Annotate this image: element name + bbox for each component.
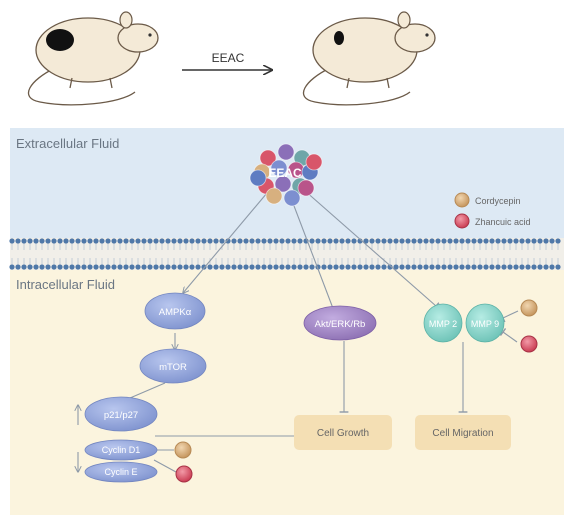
outcome-cell-growth: Cell Growth [294,415,392,450]
node-cyclin-e: Cyclin E [84,461,158,483]
eeac-inhibits-akt [290,197,339,314]
zhancuic-inhibits-mmp9 [499,328,518,343]
extracellular-label: Extracellular Fluid [16,136,119,151]
eeac-inhibits-mmp [303,189,440,310]
zhancuic-to-cyclin [153,459,177,473]
svg-text:Cyclin E: Cyclin E [104,467,137,477]
legend: Cordycepin Zhancuic acid [454,192,531,229]
outcome-cell-migration: Cell Migration [415,415,511,450]
svg-text:MMP 9: MMP 9 [471,319,499,329]
node-p21-p27: p21/p27 [84,396,158,432]
node-mmp2: MMP 2 [423,303,463,343]
mouse-before [27,11,159,106]
zhancuic-molecule-mmp9 [520,335,538,353]
cell-membrane [9,238,564,270]
legend-cordycepin-label: Cordycepin [475,196,521,206]
svg-text:Cell Migration: Cell Migration [432,428,493,439]
svg-text:Cell Growth: Cell Growth [317,428,369,439]
cordycepin-inhibits-mmp9 [500,310,519,323]
node-ampk: AMPKα [144,292,206,330]
node-mmp9: MMP 9 [465,303,505,343]
eeac-complex: EEAC [249,143,323,207]
svg-text:p21/p27: p21/p27 [104,410,138,421]
svg-text:Cyclin D1: Cyclin D1 [102,445,141,455]
treatment-arrow: EEAC [182,51,272,70]
legend-zhancuic-label: Zhancuic acid [475,217,531,227]
cordycepin-molecule-cyclin [174,441,192,459]
tumor-large [46,29,74,51]
treatment-arrow-label: EEAC [212,51,245,65]
svg-text:MMP 2: MMP 2 [429,319,457,329]
eeac-to-ampk-arrow [183,192,268,293]
svg-text:Akt/ERK/Rb: Akt/ERK/Rb [315,319,366,330]
svg-text:AMPKα: AMPKα [159,307,192,318]
eeac-complex-label: EEAC [268,166,302,180]
node-cyclin-d1: Cyclin D1 [84,439,158,461]
zhancuic-molecule-cyclin [175,465,193,483]
legend-cordycepin-icon [454,192,470,208]
pathway-lines [78,189,519,473]
intracellular-label: Intracellular Fluid [16,277,115,292]
svg-text:mTOR: mTOR [159,362,187,373]
mtor-to-p21-line [129,382,166,399]
mouse-after [302,11,436,106]
node-akt-erk-rb: Akt/ERK/Rb [303,305,377,341]
cordycepin-molecule-mmp9 [520,299,538,317]
tumor-small [334,31,344,45]
node-mtor: mTOR [139,348,207,384]
legend-zhancuic-icon [454,213,470,229]
